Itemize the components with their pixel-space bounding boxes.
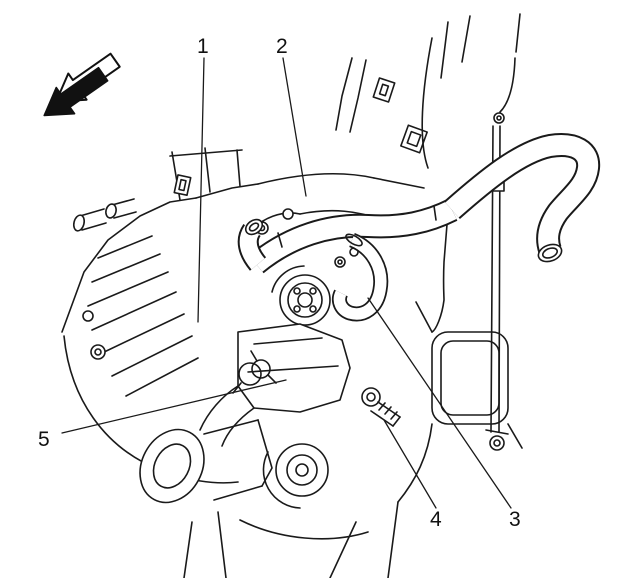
bypass-hose-art	[331, 233, 389, 322]
leader-line-5	[61, 379, 287, 434]
callout-leader-lines	[61, 57, 512, 509]
callout-4-label: 4	[430, 508, 442, 531]
callout-2-label: 2	[276, 35, 288, 58]
radiator-hose-art	[237, 133, 601, 274]
hose-clamp-art	[232, 350, 277, 394]
callout-3-label: 3	[509, 508, 521, 531]
leader-line-1	[197, 57, 205, 323]
leader-line-3	[367, 297, 512, 509]
water-pump-pulley-art	[271, 265, 331, 326]
callout-1-label: 1	[197, 35, 209, 58]
engine-block-art	[61, 147, 425, 484]
front-of-vehicle-arrow-icon	[43, 52, 121, 117]
pump-housing-art	[139, 323, 433, 578]
mount-opening-and-strap-art	[415, 125, 523, 451]
leader-line-4	[383, 419, 437, 509]
leader-line-2	[282, 57, 307, 197]
threaded-bolt-art	[361, 387, 401, 427]
upper-bracket-art	[335, 13, 521, 169]
callout-5-label: 5	[38, 428, 50, 451]
